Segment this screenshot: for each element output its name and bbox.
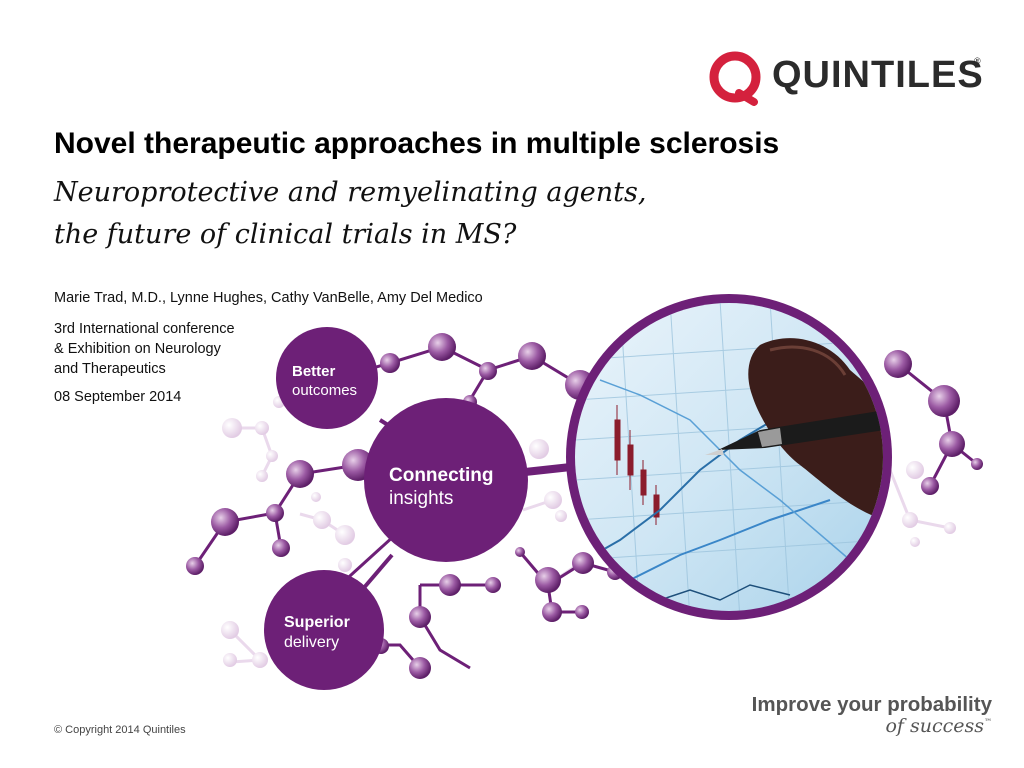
authors-line: Marie Trad, M.D., Lynne Hughes, Cathy Va…	[54, 290, 483, 306]
connector-bar-bottom	[360, 553, 394, 592]
quintiles-logo-icon	[709, 51, 761, 106]
better-label: Better	[292, 363, 336, 380]
quintiles-logo: QUINTILES ®	[708, 50, 988, 106]
circle-connecting-insights	[364, 398, 528, 562]
slide-subtitle: Neuroprotective and remyelinating agents…	[54, 172, 646, 256]
conference-line-3: and Therapeutics	[54, 361, 166, 377]
delivery-label: delivery	[284, 634, 339, 651]
photo-circle	[566, 294, 892, 620]
tagline-italic: of success	[885, 715, 984, 737]
conference-line-2: & Exhibition on Neurology	[54, 341, 221, 357]
insights-label: insights	[389, 488, 453, 509]
logo-wordmark: QUINTILES	[772, 54, 984, 96]
subtitle-line-1: Neuroprotective and remyelinating agents…	[54, 177, 647, 208]
light-molecule-beads	[221, 396, 956, 668]
circle-superior-delivery	[264, 570, 384, 690]
superior-label: Superior	[284, 614, 350, 631]
conference-info: 3rd International conference & Exhibitio…	[54, 319, 235, 379]
tagline-italic-wrap: of success™	[720, 715, 992, 737]
registered-mark: ®	[974, 56, 981, 66]
connecting-label: Connecting	[389, 465, 494, 486]
tagline: Improve your probability of success™	[720, 693, 992, 737]
slide-title: Novel therapeutic approaches in multiple…	[54, 127, 780, 160]
tagline-bold: Improve your probability	[751, 693, 992, 716]
subtitle-line-2: the future of clinical trials in MS?	[54, 219, 517, 250]
outcomes-label: outcomes	[292, 382, 357, 399]
copyright-notice: © Copyright 2014 Quintiles	[54, 724, 186, 736]
circle-better-outcomes	[276, 327, 378, 429]
trademark-mark: ™	[984, 717, 992, 727]
conference-line-1: 3rd International conference	[54, 321, 235, 337]
presentation-date: 08 September 2014	[54, 389, 182, 405]
